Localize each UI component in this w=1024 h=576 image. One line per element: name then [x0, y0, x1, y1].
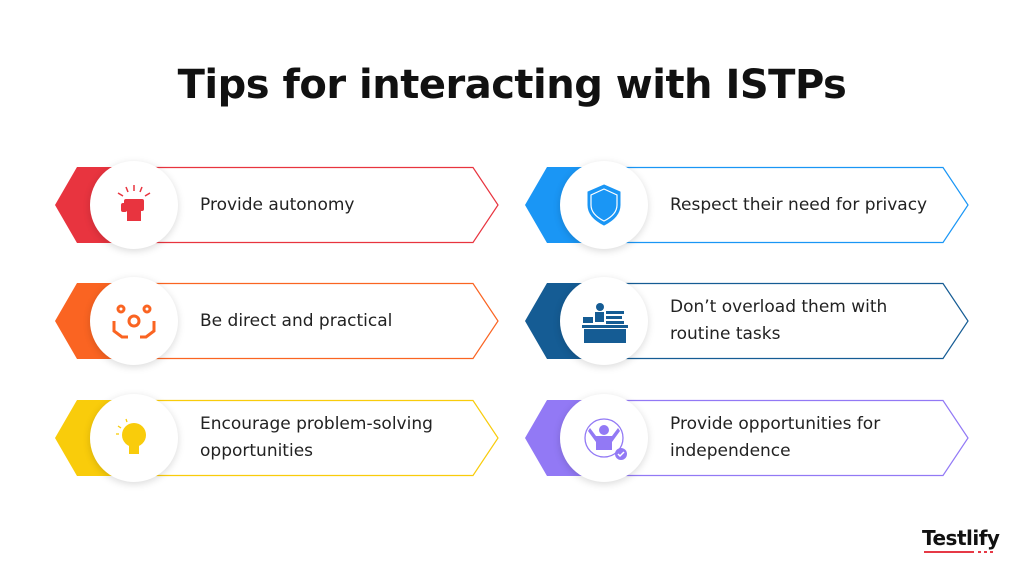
tip-card: Encourage problem-solving opportunities — [55, 394, 505, 482]
gears-in-hands-icon — [112, 304, 156, 339]
brand-logo: Testlify — [922, 526, 1000, 550]
tip-card: Provide opportunities for independence — [525, 394, 975, 482]
tip-label: Respect their need for privacy — [670, 194, 928, 215]
logo-underline — [924, 551, 974, 553]
page-title: Tips for interacting with ISTPs — [177, 62, 847, 108]
tip-label: Don’t overload them with routine tasks — [670, 297, 888, 344]
tip-icon-circle — [560, 394, 648, 482]
tip-icon-circle — [560, 277, 648, 365]
tip-outline — [135, 282, 499, 360]
tip-outline — [135, 399, 499, 477]
raised-fist-icon — [117, 185, 151, 221]
tip-card: Respect their need for privacy — [525, 161, 975, 249]
tip-outline — [605, 282, 969, 360]
tip-label: Provide opportunities for independence — [670, 414, 881, 461]
tip-label: Provide autonomy — [200, 194, 355, 215]
independent-person-icon — [584, 418, 627, 460]
tip-outline — [605, 399, 969, 477]
tip-card: Don’t overload them with routine tasks — [525, 277, 975, 365]
tip-outline — [135, 166, 499, 244]
tip-icon-circle — [90, 277, 178, 365]
person-at-desk-icon — [582, 303, 628, 343]
puzzle-lightbulb-icon — [116, 418, 146, 454]
shield-icon — [587, 184, 621, 226]
tip-card: Provide autonomy — [55, 161, 505, 249]
tip-icon-circle — [90, 394, 178, 482]
logo-dots — [978, 551, 994, 553]
tip-outline — [605, 166, 969, 244]
tip-icon-circle — [560, 161, 648, 249]
tip-icon-circle — [90, 161, 178, 249]
tip-label: Encourage problem-solving opportunities — [200, 414, 433, 461]
tip-card: Be direct and practical — [55, 277, 505, 365]
tip-label: Be direct and practical — [200, 310, 393, 331]
